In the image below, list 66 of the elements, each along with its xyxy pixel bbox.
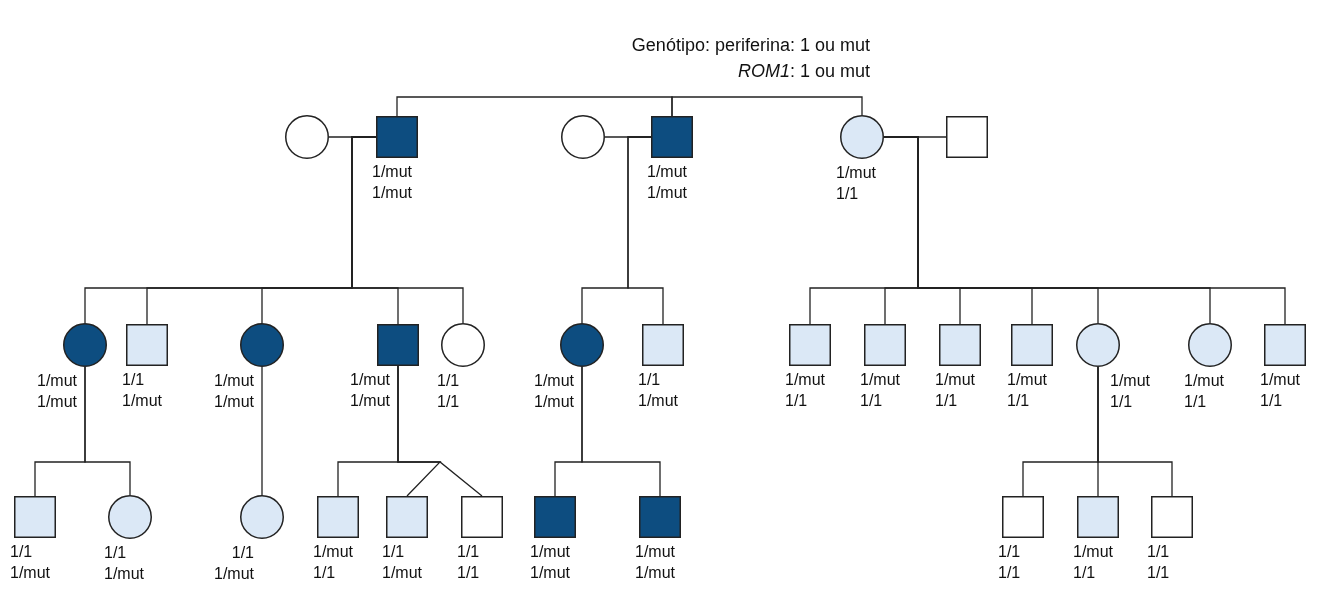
- genotype-label: 1/mut: [214, 392, 254, 412]
- pedigree-line: [396, 96, 673, 117]
- pedigree-line: [627, 136, 664, 325]
- genotype-label: 1/1: [457, 563, 480, 583]
- genotype-label: 1/mut: [104, 564, 144, 584]
- genotype-label: 1/mut: [1110, 371, 1150, 391]
- genotype-label: 1/mut: [647, 183, 687, 203]
- genotype-label: 1/1: [231, 543, 254, 563]
- pedigree-line: [581, 366, 661, 497]
- genotype-label: 1/mut: [635, 563, 675, 583]
- genotype-label: 1/mut: [935, 370, 975, 390]
- genotype-label: 1/mut: [534, 392, 574, 412]
- genotype-label: 1/mut: [1007, 370, 1047, 390]
- pedigree-line: [84, 366, 131, 496]
- genotype-label: 1/1: [382, 542, 405, 562]
- pedigree-line: [351, 136, 464, 324]
- genotype-label: 1/mut: [860, 370, 900, 390]
- genotype-label: 1/mut: [530, 563, 570, 583]
- genotype-label: 1/mut: [1184, 371, 1224, 391]
- genotype-label: 1/mut: [313, 542, 353, 562]
- genotype-label: 1/mut: [122, 391, 162, 411]
- genotype-label: 1/mut: [382, 563, 422, 583]
- genotype-label: 1/1: [437, 392, 460, 412]
- genotype-key-text: Genótipo: periferina: 1 ou mut: [631, 34, 870, 56]
- genotype-label: 1/1: [1073, 563, 1096, 583]
- genotype-label: 1/1: [1147, 542, 1170, 562]
- genotype-label: 1/1: [437, 371, 460, 391]
- genotype-label: 1/mut: [638, 391, 678, 411]
- genotype-label: 1/1: [10, 542, 33, 562]
- genotype-label: 1/1: [998, 563, 1021, 583]
- genotype-label: 1/mut: [534, 371, 574, 391]
- genotype-label: 1/mut: [37, 392, 77, 412]
- genotype-label: 1/1: [104, 543, 127, 563]
- pedigree-line: [671, 96, 863, 117]
- genotype-key-text: ROM1: 1 ou mut: [737, 60, 870, 82]
- genotype-label: 1/1: [457, 542, 480, 562]
- genotype-label: 1/1: [785, 391, 808, 411]
- genotype-label: 1/1: [1184, 392, 1207, 412]
- genotype-label: 1/mut: [836, 163, 876, 183]
- genotype-label: 1/mut: [372, 183, 412, 203]
- genotype-label: 1/mut: [214, 371, 254, 391]
- genotype-label: 1/mut: [1073, 542, 1113, 562]
- pedigree-line: [1097, 366, 1173, 497]
- genotype-label: 1/1: [1147, 563, 1170, 583]
- genotype-label: 1/1: [1007, 391, 1030, 411]
- genotype-label: 1/mut: [635, 542, 675, 562]
- genotype-label: 1/1: [313, 563, 336, 583]
- genotype-label: 1/mut: [37, 371, 77, 391]
- pedigree-line: [397, 365, 483, 497]
- genotype-label: 1/mut: [1260, 370, 1300, 390]
- genotype-label: 1/1: [638, 370, 661, 390]
- genotype-label: 1/1: [1260, 391, 1283, 411]
- genotype-label: 1/1: [935, 391, 958, 411]
- genotype-label: 1/1: [998, 542, 1021, 562]
- genotype-label: 1/mut: [214, 564, 254, 584]
- genotype-label: 1/mut: [10, 563, 50, 583]
- genotype-label: 1/mut: [785, 370, 825, 390]
- genotype-label: 1/1: [1110, 392, 1133, 412]
- genotype-label: 1/mut: [647, 162, 687, 182]
- genotype-label: 1/mut: [372, 162, 412, 182]
- genotype-label: 1/mut: [350, 370, 390, 390]
- genotype-label: 1/1: [836, 184, 859, 204]
- genotype-label: 1/mut: [350, 391, 390, 411]
- genotype-label: 1/1: [122, 370, 145, 390]
- genotype-label: 1/mut: [530, 542, 570, 562]
- genotype-label: 1/1: [860, 391, 883, 411]
